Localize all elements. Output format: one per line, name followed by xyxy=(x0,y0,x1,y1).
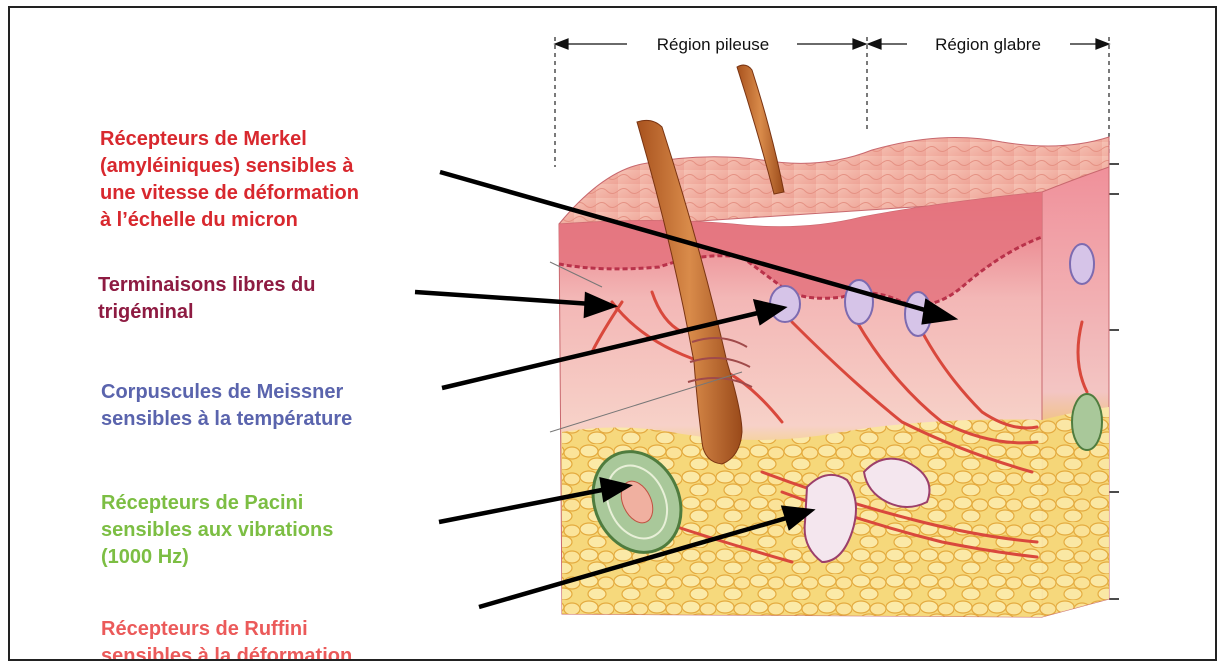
label-trigeminal-free-endings: Terminaisons libres du trigéminal xyxy=(98,272,315,326)
label-merkel-receptors: Récepteurs de Merkel (amyléiniques) sens… xyxy=(100,126,359,234)
region-hairy-label: Région pileuse xyxy=(657,35,769,54)
pacini-corpuscle-side xyxy=(1072,394,1102,450)
figure-frame: Région pileuse Région glabre xyxy=(8,6,1217,661)
label-meissner-corpuscles: Corpuscules de Meissner sensibles à la t… xyxy=(101,379,352,433)
layer-ticks xyxy=(1109,164,1119,599)
label-pacini-receptors: Récepteurs de Pacini sensibles aux vibra… xyxy=(101,490,333,571)
label-ruffini-receptors: Récepteurs de Ruffini sensibles à la déf… xyxy=(101,616,352,661)
region-glabrous-label: Région glabre xyxy=(935,35,1041,54)
